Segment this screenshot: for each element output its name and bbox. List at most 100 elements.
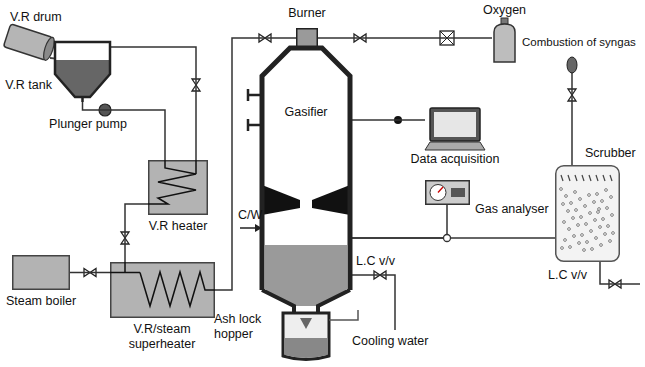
packing-ring [585, 223, 588, 226]
packing-ring [570, 202, 573, 205]
equipment-shape [425, 180, 470, 205]
analyser-dial [430, 185, 446, 201]
ash-lock-hopper [262, 290, 358, 360]
syngas-flare [567, 57, 577, 165]
gasifier-wall [262, 48, 350, 290]
laptop-base [425, 142, 485, 150]
packing-ring [598, 208, 601, 211]
laptop-screen [430, 108, 480, 141]
callout-label: Cooling water [352, 334, 428, 349]
equipment-node: Burner [296, 28, 318, 48]
packing-ring [581, 234, 584, 237]
packing-ring [599, 226, 602, 229]
equipment-shape [425, 108, 485, 150]
equipment-label: Burner [288, 6, 326, 21]
packing-ring [568, 228, 571, 231]
equipment-node: Data acquisition [425, 108, 485, 150]
spray-nozzle [561, 175, 563, 181]
spray-nozzle [603, 175, 605, 181]
packing-ring [605, 189, 608, 192]
equipment-box [13, 256, 70, 290]
pipe-line [125, 204, 148, 262]
equipment-node: Oxygen [492, 22, 517, 62]
packing-ring [600, 244, 603, 247]
equipment-label: Oxygen [483, 3, 526, 18]
analyser-display [451, 188, 465, 197]
packing-ring [589, 212, 592, 215]
equipment-label: Gas analyser [475, 202, 549, 217]
packing-ring [580, 216, 583, 219]
pipe-line [350, 205, 447, 238]
packing-ring [562, 203, 565, 206]
syngas-flare [567, 57, 577, 73]
equipment-node: Gas analyser [425, 180, 470, 205]
tank-liquid [56, 60, 109, 96]
cooling-water-line [350, 275, 395, 330]
packing-ring [565, 195, 568, 198]
packing-ring [578, 242, 581, 245]
packing-ring [567, 210, 570, 213]
ash-lock-hopper [300, 318, 312, 329]
equipment-node: Gasifier [262, 48, 350, 290]
packing-ring [590, 230, 593, 233]
equipment-shape [110, 262, 215, 318]
equipment-shape [492, 22, 517, 62]
burner-body [297, 29, 318, 48]
packing-ring [601, 200, 604, 203]
spray-nozzle [596, 175, 598, 181]
syngas-flare [571, 72, 573, 165]
packing-ring [609, 240, 612, 243]
packing-ring [579, 198, 582, 201]
packing-ring [597, 211, 600, 214]
packing-ring [588, 194, 591, 197]
spray-nozzle [610, 175, 612, 181]
throat-refractory [262, 185, 300, 215]
analyser-body [426, 181, 470, 205]
throat-refractory [312, 185, 350, 215]
ash-lock-hopper [329, 310, 358, 320]
packing-ring [572, 217, 575, 220]
heating-coil [110, 262, 215, 306]
packing-ring [604, 233, 607, 236]
equipment-shape [12, 255, 70, 290]
packing-ring [596, 193, 599, 196]
cooling-water-inlet [240, 227, 256, 229]
packing-ring [577, 224, 580, 227]
packing-ring [606, 207, 609, 210]
callout-label: C/W [238, 208, 262, 223]
packing-ring [602, 218, 605, 221]
packing-ring [569, 246, 572, 249]
oxygen-cylinder [494, 24, 515, 62]
equipment-box [111, 263, 215, 318]
spray-nozzle [582, 175, 584, 181]
packing-ring [583, 249, 586, 252]
packing-ring [573, 235, 576, 238]
dial-needle [438, 187, 443, 193]
packing-ring [593, 201, 596, 204]
pipe-line [318, 37, 492, 39]
ash-lock-hopper [283, 313, 329, 360]
heating-coil [148, 160, 196, 204]
callout-label: V.R drum [10, 10, 62, 25]
callout-label: Plunger pump [49, 117, 127, 132]
tank-outline [55, 42, 110, 102]
water-bath [265, 245, 347, 290]
packing-ring [575, 209, 578, 212]
packing-ring [563, 221, 566, 224]
callout-label: Combustion of syngas [522, 36, 636, 50]
packing-ring [574, 191, 577, 194]
equipment-label: Steam boiler [6, 294, 76, 309]
callout-label: L.C v/v [548, 268, 587, 283]
spray-nozzle [568, 175, 570, 181]
callout-label: Ash lock hopper [214, 312, 278, 342]
equipment-label: Gasifier [284, 105, 327, 120]
equipment-label: Data acquisition [411, 152, 500, 167]
ash-lock-hopper [285, 338, 327, 358]
packing-ring [560, 188, 563, 191]
equipment-shape [55, 42, 110, 102]
equipment-node: V.R tank [55, 42, 110, 102]
packing-ring [564, 239, 567, 242]
cylinder-valve [501, 18, 508, 24]
equipment-shape [148, 160, 208, 215]
equipment-node: Scrubber [555, 165, 620, 262]
